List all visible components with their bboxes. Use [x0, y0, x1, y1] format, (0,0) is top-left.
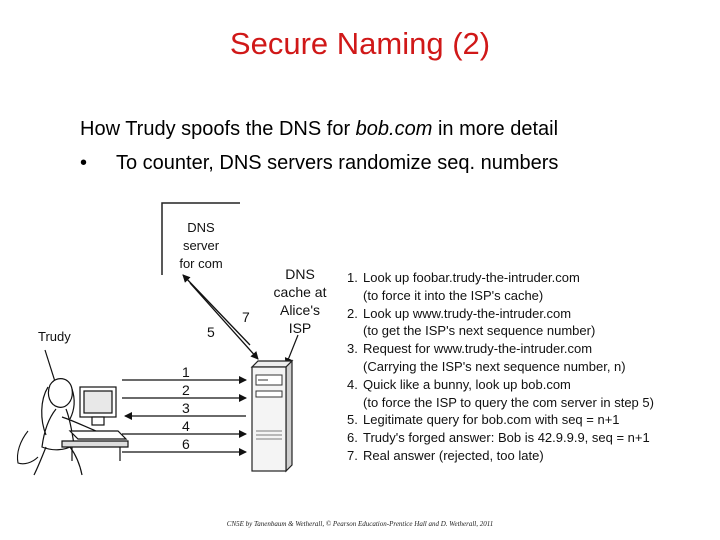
step-line: 3. Request for www.trudy-the-intruder.com [347, 340, 654, 358]
dns-server-label: DNS server for com [162, 219, 240, 273]
intro-suffix: in more detail [432, 118, 559, 140]
dns-spoof-figure: 5 7 1 2 3 4 6 DNS server for com DNS cac… [0, 195, 720, 495]
isp-cache-label-line: DNS [285, 266, 315, 282]
step-line: 1. Look up foobar.trudy-the-intruder.com [347, 269, 654, 287]
arrow-query-to-dns [182, 274, 251, 346]
intro-domain: bob.com [355, 118, 433, 140]
step-line: 2. Look up www.trudy-the-intruder.com [347, 305, 654, 323]
arrow-label-upper-left: 5 [207, 324, 215, 340]
arrow-label-upper-right: 7 [242, 309, 250, 325]
step-number: 6. [347, 430, 358, 446]
isp-server-icon [250, 359, 294, 473]
intro-prefix: How Trudy spoofs the DNS for [80, 118, 356, 140]
slide-footer: CN5E by Tanenbaum & Wetherall, © Pearson… [226, 520, 494, 528]
isp-cache-label-line: Alice's [279, 302, 321, 318]
step-number: 5. [347, 412, 358, 428]
step-number: 4. [347, 376, 358, 392]
computer-icon [61, 386, 129, 461]
slide-title: Secure Naming (2) [229, 26, 491, 61]
arrow-label-6: 6 [182, 436, 190, 452]
step-text: Look up www.trudy-the-intruder.com [363, 305, 572, 321]
arrow-label-4: 4 [182, 418, 190, 434]
attack-steps-list: 1.Look up foobar.trudy-the-intruder.com … [347, 269, 654, 465]
trudy-person-icon [16, 378, 97, 476]
dns-server-label-line: DNS [187, 220, 215, 235]
step-text: Real answer (rejected, too late) [363, 447, 544, 463]
step-text: Trudy's forged answer: Bob is 42.9.9.9, … [363, 430, 650, 446]
arrow-answer-from-dns [189, 282, 259, 360]
trudy-label: Trudy [38, 329, 71, 344]
arrow-label-3: 3 [182, 400, 190, 416]
intro-line: How Trudy spoofs the DNS for bob.com in … [80, 118, 558, 141]
isp-cache-label: DNS cache at Alice's ISP [262, 265, 338, 337]
bullet-symbol: • [80, 152, 88, 174]
isp-cache-label-line: cache at [273, 284, 327, 300]
step-line: (to force the ISP to query the com serve… [363, 394, 654, 410]
step-line: 4. Quick like a bunny, look up bob.com [347, 376, 654, 394]
step-line: (to force it into the ISP's cache) [363, 287, 544, 303]
step-number: 2. [347, 305, 358, 321]
step-text: Legitimate query for bob.com with seq = … [363, 412, 620, 428]
bullet-item: • To counter, DNS servers randomize seq. … [80, 152, 558, 175]
step-text: Request for www.trudy-the-intruder.com [363, 341, 593, 357]
dns-server-label-line: server [182, 238, 220, 253]
step-line: 7. Real answer (rejected, too late) [347, 447, 654, 465]
isp-cache-label-line: ISP [288, 320, 312, 336]
step-number: 3. [347, 341, 358, 357]
step-line: 5. Legitimate query for bob.com with seq … [347, 411, 654, 429]
bullet-text: To counter, DNS servers randomize seq. n… [116, 152, 559, 174]
step-line: (to get the ISP's next sequence number) [363, 323, 596, 339]
step-text: Look up foobar.trudy-the-intruder.com [363, 270, 580, 285]
arrow-label-2: 2 [182, 382, 190, 398]
dns-server-box [161, 202, 240, 275]
cache-pointer-arrow [284, 334, 299, 366]
arrow-label-1: 1 [182, 364, 190, 380]
step-text: Quick like a bunny, look up bob.com [363, 376, 571, 392]
dns-server-label-line: for com [179, 256, 223, 271]
figure-drawing: 5 7 1 2 3 4 6 [16, 202, 299, 476]
step-line: (Carrying the ISP's next sequence number… [363, 358, 626, 374]
step-number: 1. [347, 270, 358, 285]
step-number: 7. [347, 447, 358, 463]
step-line: 6. Trudy's forged answer: Bob is 42.9.9.9… [347, 429, 654, 447]
